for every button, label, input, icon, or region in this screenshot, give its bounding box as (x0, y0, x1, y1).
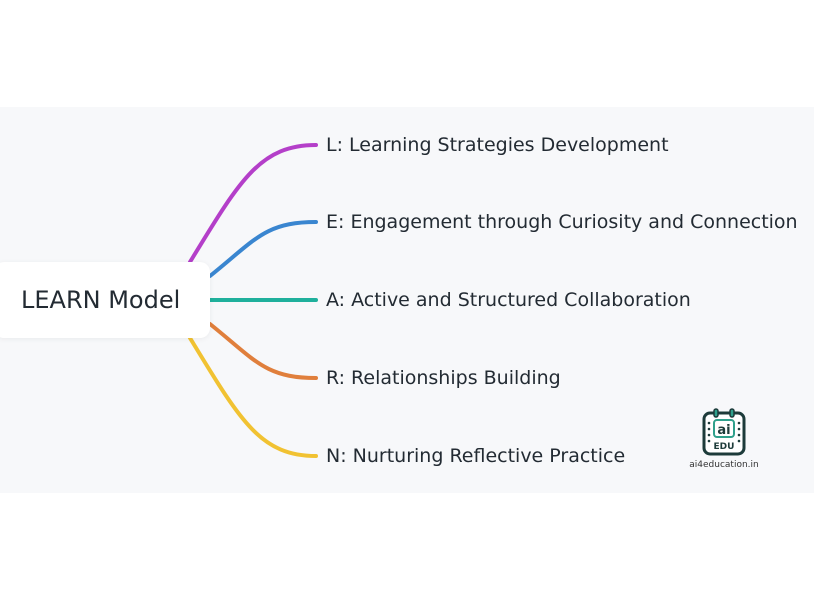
svg-text:ai: ai (717, 423, 730, 438)
branch-node-l[interactable]: L: Learning Strategies Development (326, 134, 669, 156)
link-r (208, 322, 318, 380)
branch-node-a[interactable]: A: Active and Structured Collaboration (326, 289, 691, 311)
logo-url: ai4education.in (689, 460, 759, 470)
branch-node-n[interactable]: N: Nurturing Reflective Practice (326, 445, 626, 467)
ai4education-logo: ai EDU ai4education.in (686, 408, 762, 470)
branch-node-r[interactable]: R: Relationships Building (326, 367, 561, 389)
calendar-logo-icon: ai EDU (702, 408, 746, 456)
root-node[interactable]: LEARN Model (0, 262, 210, 338)
branch-node-e[interactable]: E: Engagement through Curiosity and Conn… (326, 211, 798, 233)
link-n (188, 336, 318, 458)
svg-text:EDU: EDU (714, 442, 735, 452)
link-l (188, 143, 318, 264)
link-e (208, 220, 318, 278)
root-label: LEARN Model (21, 286, 181, 314)
